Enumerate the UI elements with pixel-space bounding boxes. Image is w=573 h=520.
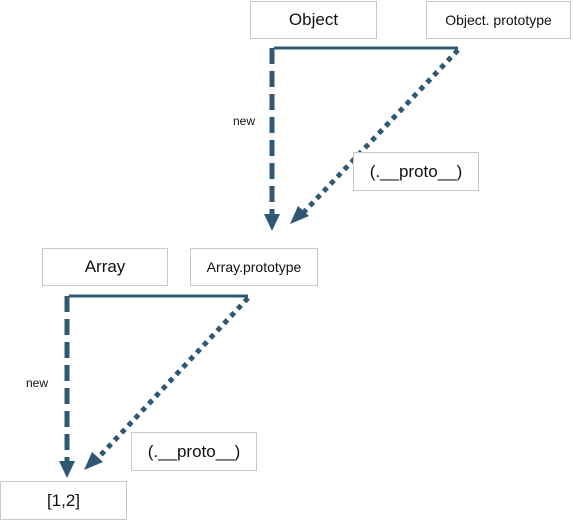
array-prototype-node: Array.prototype [190,248,318,286]
array-proto-connector [96,296,250,460]
array-instance-node: [1,2] [0,481,127,520]
array-proto-arrowhead [84,452,103,470]
object-proto-arrowhead [290,206,309,224]
array-node: Array [42,248,168,286]
object-proto-label: (.__proto__) [353,152,479,191]
array-new-label: new [26,376,49,390]
array-new-arrowhead [59,461,75,478]
object-new-label: new [233,114,256,128]
object-prototype-node: Object. prototype [426,1,571,39]
array-proto-label: (.__proto__) [131,432,257,471]
object-node: Object [250,1,377,39]
object-new-arrowhead [264,214,280,231]
object-proto-connector [302,48,460,214]
